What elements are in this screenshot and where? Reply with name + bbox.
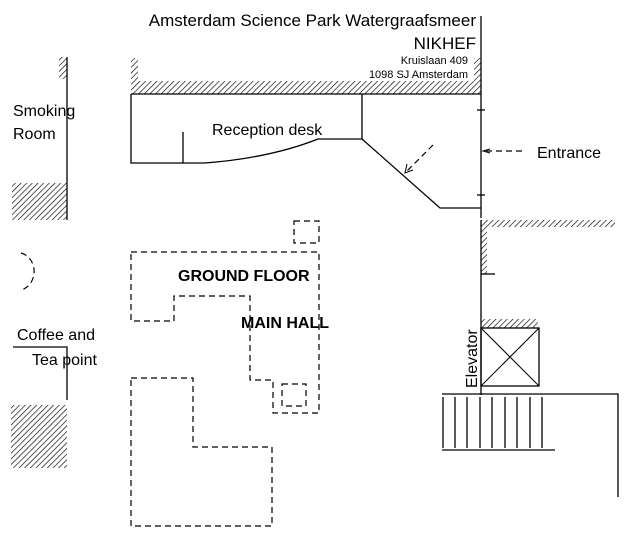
entrance-diagonal-wall [361, 138, 481, 209]
smoking-room-hatch-bottom [12, 183, 67, 220]
east-wall-hatch-horizontal [481, 220, 615, 227]
address-line-2: 1098 SJ Amsterdam [369, 69, 468, 81]
main-hall-outline [130, 251, 320, 414]
north-wall-stub-hatch [131, 58, 138, 81]
elevator-hatch [481, 319, 538, 328]
address-line-1: Kruislaan 409 [401, 55, 468, 67]
small-dashed-box-bottom [281, 383, 307, 407]
reception-desk-curve [190, 138, 362, 164]
location-title: Amsterdam Science Park Watergraafsmeer [149, 11, 477, 30]
column-outline [20, 252, 35, 291]
floor-title: GROUND FLOOR [178, 268, 310, 285]
arrow-head-diagonal-icon [404, 163, 414, 174]
small-dashed-box-top [293, 220, 320, 244]
smoking-room-label-2: Room [13, 126, 56, 143]
reception-outline [130, 94, 190, 164]
north-east-stub-hatch [474, 58, 481, 81]
elevator-shaft [480, 327, 540, 387]
coffee-area-hatch [11, 405, 67, 468]
lower-area-outline [130, 377, 273, 527]
entrance-arrow-diagonal [406, 144, 434, 172]
elevator-cross-2 [480, 327, 540, 387]
east-wall-hatch-vertical [481, 227, 487, 274]
smoking-room-label-1: Smoking [13, 103, 75, 120]
arrow-head-entrance-icon [481, 148, 491, 154]
hall-title: MAIN HALL [241, 315, 329, 332]
reception-desk-label: Reception desk [212, 122, 323, 139]
smoking-room-hatch-top [59, 57, 67, 79]
institute-name: NIKHEF [414, 34, 476, 53]
coffee-label-2: Tea point [32, 352, 97, 369]
entrance-label: Entrance [537, 145, 601, 162]
north-wall-hatch [131, 81, 481, 94]
elevator-label: Elevator [464, 329, 481, 388]
coffee-label-1: Coffee and [17, 327, 95, 344]
stairs-outline [442, 393, 619, 497]
coffee-wall [13, 346, 68, 400]
stair-steps [442, 397, 543, 448]
